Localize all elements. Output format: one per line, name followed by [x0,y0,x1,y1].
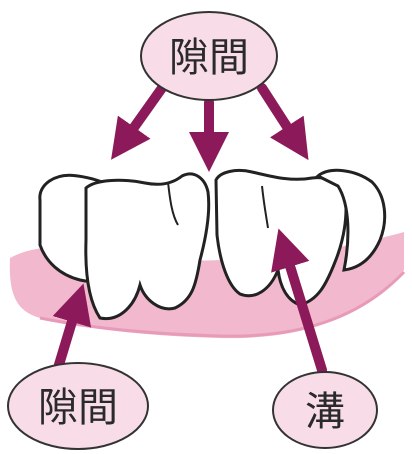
label-bottom-left-text: 隙間 [38,385,118,431]
arrow-top-right [262,88,302,150]
arrow-top-left [118,88,162,150]
label-bottom-right-text: 溝 [305,389,345,435]
tooth-left-front [86,174,209,319]
label-bubble-top: 隙間 [141,12,277,100]
label-bubble-bottom-right: 溝 [273,372,377,448]
label-bubble-bottom-left: 隙間 [8,363,148,449]
label-top-text: 隙間 [169,35,249,81]
